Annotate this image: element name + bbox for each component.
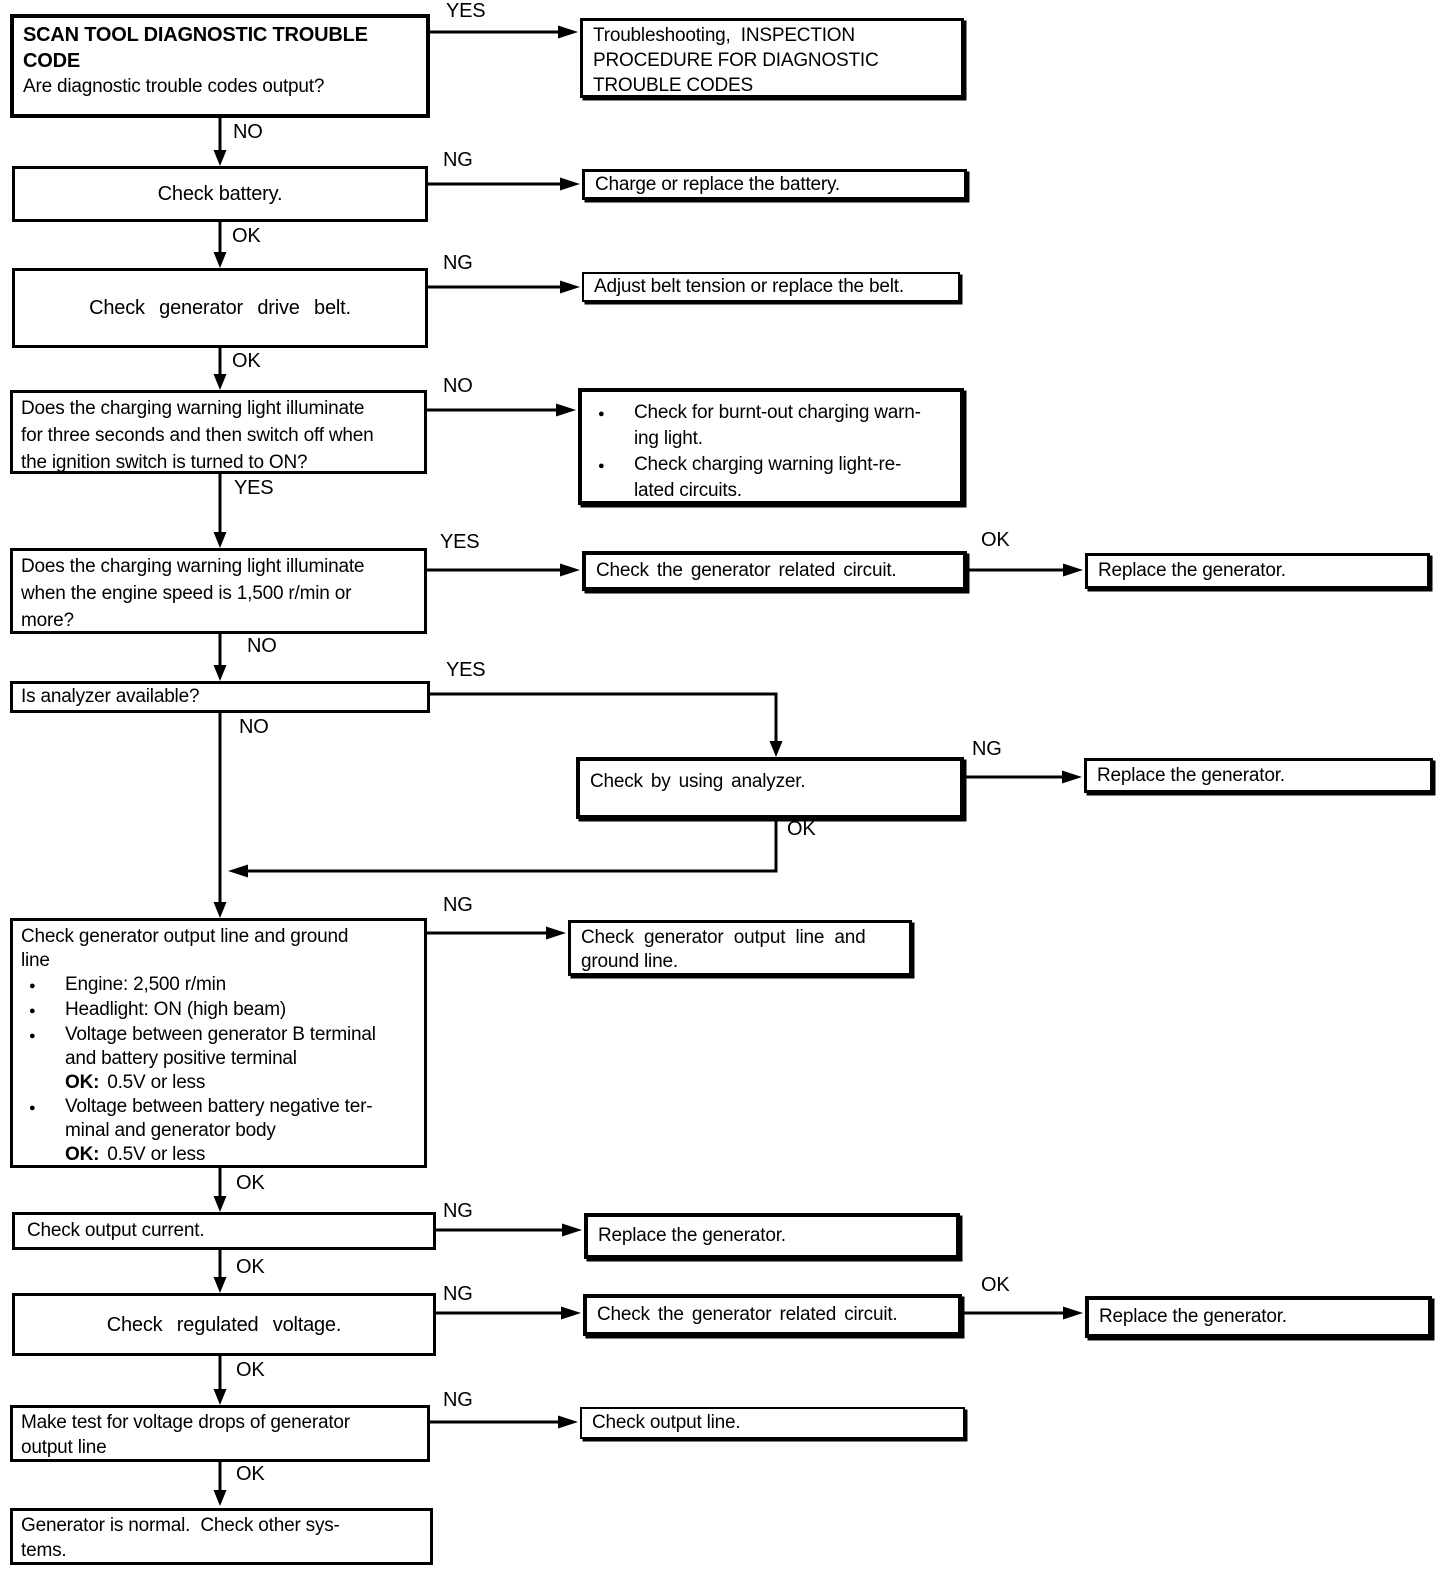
- edge-label-ok: OK: [236, 1359, 265, 1381]
- edge-label-yes: YES: [446, 0, 486, 22]
- edge-label-ok: OK: [232, 225, 261, 247]
- edge-label-yes: YES: [234, 477, 274, 499]
- bullet-icon: ●: [29, 1030, 36, 1042]
- edge-label-ng: NG: [443, 1283, 473, 1305]
- node-make-test-voltage-drops: Make test for voltage drops of generator…: [10, 1405, 430, 1462]
- node-scan-tool-dtc: SCAN TOOL DIAGNOSTIC TROUBLE CODE Are di…: [10, 14, 430, 118]
- node-is-analyzer-available: Is analyzer available?: [10, 681, 430, 713]
- node-question: Are diagnostic trouble codes output?: [23, 76, 325, 97]
- node-generator-is-normal: Generator is normal. Check other sys- te…: [10, 1508, 433, 1565]
- edge-label-yes: YES: [446, 659, 486, 681]
- node-check-generator-drive-belt: Check generator drive belt.: [12, 268, 428, 348]
- node-replace-generator-2: Replace the generator.: [1084, 758, 1433, 793]
- node-check-generator-related-circuit-2: Check the generator related circuit.: [583, 1294, 962, 1336]
- edge-label-ng: NG: [443, 1200, 473, 1222]
- edge-label-ng: NG: [443, 252, 473, 274]
- edge-label-ng: NG: [443, 894, 473, 916]
- node-check-generator-related-circuit-1: Check the generator related circuit.: [582, 551, 967, 591]
- edge-label-ok: OK: [236, 1172, 265, 1194]
- bullet-icon: ●: [29, 980, 36, 992]
- edge-label-no: NO: [233, 121, 263, 143]
- node-check-generator-output-line: Check generator output line and ground l…: [10, 918, 427, 1168]
- edge-label-no: NO: [443, 375, 473, 397]
- bullet-icon: ●: [598, 460, 605, 472]
- node-warning-light-checks: ● Check for burnt-out charging warn- ing…: [578, 388, 964, 505]
- node-charging-light-engine-speed: Does the charging warning light illumina…: [10, 548, 427, 634]
- edge-label-ok: OK: [236, 1256, 265, 1278]
- edge-label-no: NO: [247, 635, 277, 657]
- edge-label-yes: YES: [440, 531, 480, 553]
- node-charge-or-replace-battery: Charge or replace the battery.: [582, 169, 967, 200]
- bullet-icon: ●: [598, 408, 605, 420]
- node-replace-generator-3: Replace the generator.: [584, 1213, 960, 1259]
- list-item: ● Voltage between battery negative ter- …: [21, 1095, 416, 1167]
- node-check-output-line-and-ground: Check generator output line and ground l…: [568, 920, 912, 976]
- node-check-output-current: Check output current.: [12, 1212, 436, 1250]
- edge-label-ok: OK: [787, 818, 816, 840]
- edge-label-ok: OK: [232, 350, 261, 372]
- node-check-regulated-voltage: Check regulated voltage.: [12, 1293, 436, 1356]
- edge-label-no: NO: [239, 716, 269, 738]
- node-replace-generator-1: Replace the generator.: [1085, 553, 1430, 589]
- list-item: ● Check for burnt-out charging warn- ing…: [590, 400, 952, 452]
- list-item: ● Check charging warning light-re- lated…: [590, 452, 952, 504]
- bullet-icon: ●: [29, 1005, 36, 1017]
- edge-label-ng: NG: [972, 738, 1002, 760]
- node-troubleshooting-inspection: Troubleshooting, INSPECTION PROCEDURE FO…: [580, 18, 964, 98]
- ok-spec-line: OK:0.5V or less: [65, 1072, 206, 1093]
- node-check-battery: Check battery.: [12, 166, 428, 222]
- list-item: ● Voltage between generator B terminal a…: [21, 1023, 416, 1095]
- edge-label-ng: NG: [443, 149, 473, 171]
- edge-label-ng: NG: [443, 1389, 473, 1411]
- node-replace-generator-4: Replace the generator.: [1085, 1296, 1432, 1338]
- node-check-output-line: Check output line.: [580, 1407, 965, 1439]
- edge-label-ok: OK: [981, 1274, 1010, 1296]
- edge-label-ok: OK: [981, 529, 1010, 551]
- node-adjust-belt-tension: Adjust belt tension or replace the belt.: [582, 272, 960, 302]
- node-charging-light-three-seconds: Does the charging warning light illumina…: [10, 390, 427, 474]
- node-heading: Check generator output line and ground l…: [21, 926, 349, 971]
- ok-spec-line: OK:0.5V or less: [65, 1144, 206, 1165]
- bullet-icon: ●: [29, 1102, 36, 1114]
- edge-label-ok: OK: [236, 1463, 265, 1485]
- node-check-by-using-analyzer: Check by using analyzer.: [576, 757, 964, 819]
- node-title: SCAN TOOL DIAGNOSTIC TROUBLE CODE: [23, 24, 368, 72]
- list-item: ● Headlight: ON (high beam): [21, 998, 416, 1023]
- list-item: ● Engine: 2,500 r/min: [21, 973, 416, 998]
